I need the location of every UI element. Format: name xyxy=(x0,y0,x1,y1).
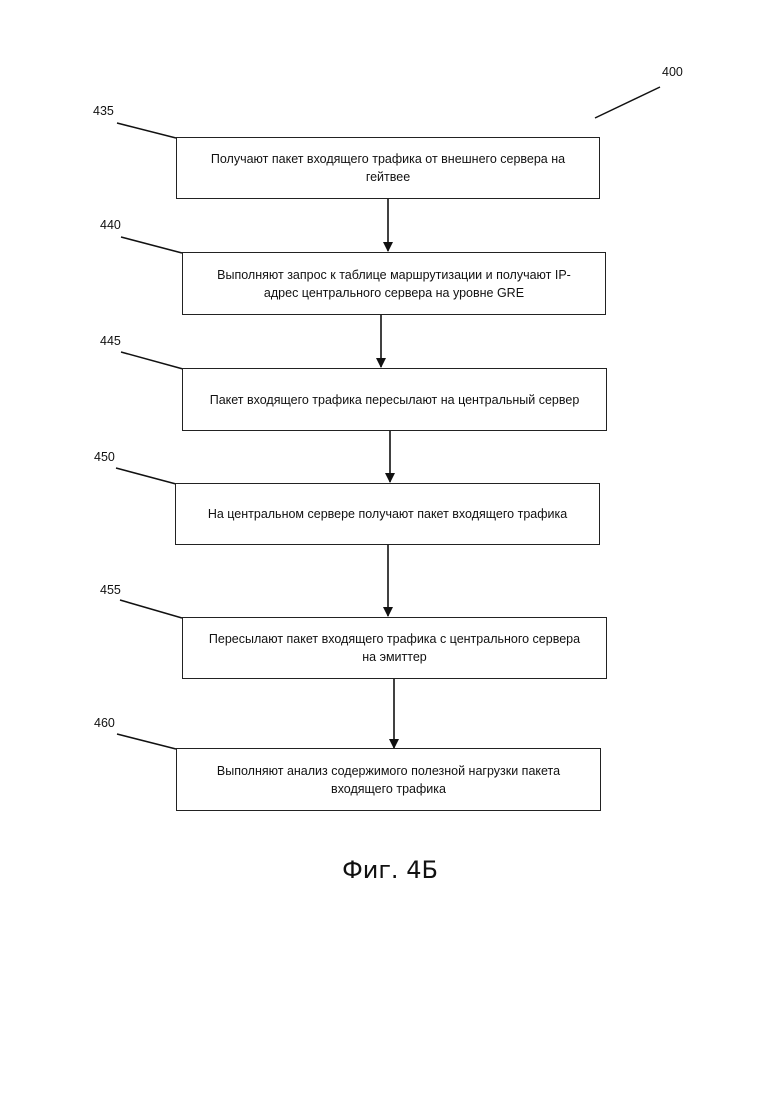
step-ref-label-460: 460 xyxy=(94,716,115,730)
step-box-455: Пересылают пакет входящего трафика с цен… xyxy=(182,617,607,679)
step-ref-label-445: 445 xyxy=(100,334,121,348)
step-ref-leader-440 xyxy=(121,237,182,253)
step-ref-label-435: 435 xyxy=(93,104,114,118)
step-text-445: Пакет входящего трафика пересылают на це… xyxy=(210,391,580,409)
figure-ref-leader xyxy=(595,87,660,118)
step-ref-leader-435 xyxy=(117,123,176,138)
step-text-435: Получают пакет входящего трафика от внеш… xyxy=(195,150,581,186)
step-ref-leader-445 xyxy=(121,352,183,369)
step-text-440: Выполняют запрос к таблице маршрутизации… xyxy=(201,266,587,302)
step-ref-leader-455 xyxy=(120,600,182,618)
step-text-460: Выполняют анализ содержимого полезной на… xyxy=(195,762,582,798)
step-ref-leader-460 xyxy=(117,734,176,749)
figure-caption: Фиг. 4Б xyxy=(0,856,780,884)
step-ref-label-440: 440 xyxy=(100,218,121,232)
step-box-435: Получают пакет входящего трафика от внеш… xyxy=(176,137,600,199)
step-box-440: Выполняют запрос к таблице маршрутизации… xyxy=(182,252,606,315)
step-text-450: На центральном сервере получают пакет вх… xyxy=(208,505,567,523)
figure-ref-label: 400 xyxy=(662,65,683,79)
step-box-450: На центральном сервере получают пакет вх… xyxy=(175,483,600,545)
step-ref-leader-450 xyxy=(116,468,176,484)
step-ref-label-455: 455 xyxy=(100,583,121,597)
step-box-460: Выполняют анализ содержимого полезной на… xyxy=(176,748,601,811)
step-ref-label-450: 450 xyxy=(94,450,115,464)
step-text-455: Пересылают пакет входящего трафика с цен… xyxy=(201,630,588,666)
step-box-445: Пакет входящего трафика пересылают на це… xyxy=(182,368,607,431)
